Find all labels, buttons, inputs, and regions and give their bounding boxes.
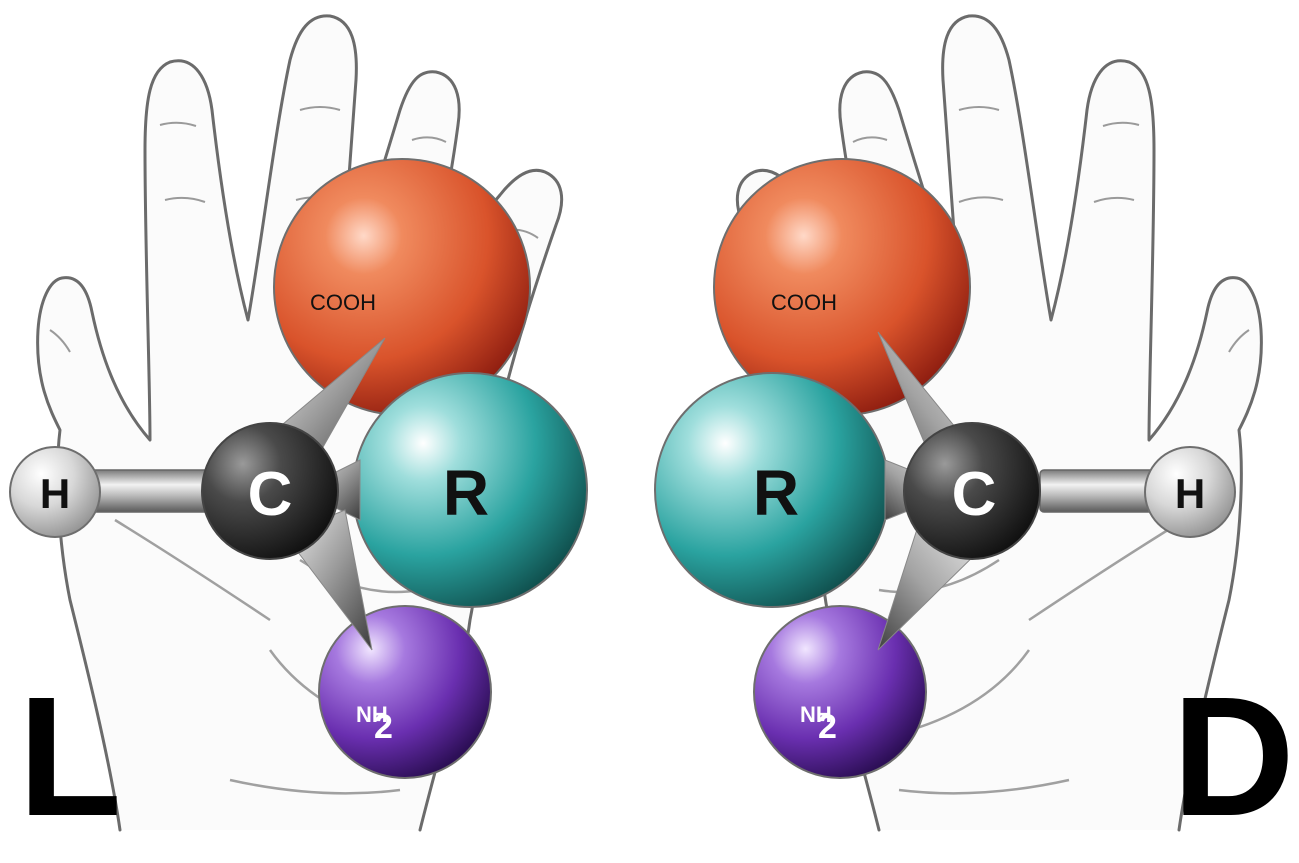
d-enantiomer-label: D [1172,662,1295,852]
d-carbon-label: C [952,460,997,529]
d-hydrogen-atom [1144,446,1236,538]
l-amine-label: NH 2 [356,702,393,746]
d-amine-label: NH 2 [800,702,837,746]
svg-text:2: 2 [818,708,837,746]
l-amine-atom [318,605,492,779]
l-r-group-label: R [443,457,489,529]
d-amine-atom [753,605,927,779]
l-molecule: COOH R NH 2 C H [9,158,588,779]
svg-text:2: 2 [374,708,393,746]
d-molecule: COOH R NH 2 C H [654,158,1236,779]
svg-text:NH: NH [356,702,388,727]
l-carbon-label: C [248,460,293,529]
d-r-group-label: R [753,457,799,529]
l-carbon-atom [201,422,339,560]
l-carboxyl-label: COOH [310,290,376,315]
d-carboxyl-label: COOH [771,290,837,315]
d-carbon-atom [903,422,1041,560]
d-hydrogen-label: H [1175,470,1205,517]
l-enantiomer-label: L [18,662,122,852]
l-hydrogen-atom [9,446,101,538]
l-hydrogen-label: H [40,470,70,517]
svg-text:NH: NH [800,702,832,727]
